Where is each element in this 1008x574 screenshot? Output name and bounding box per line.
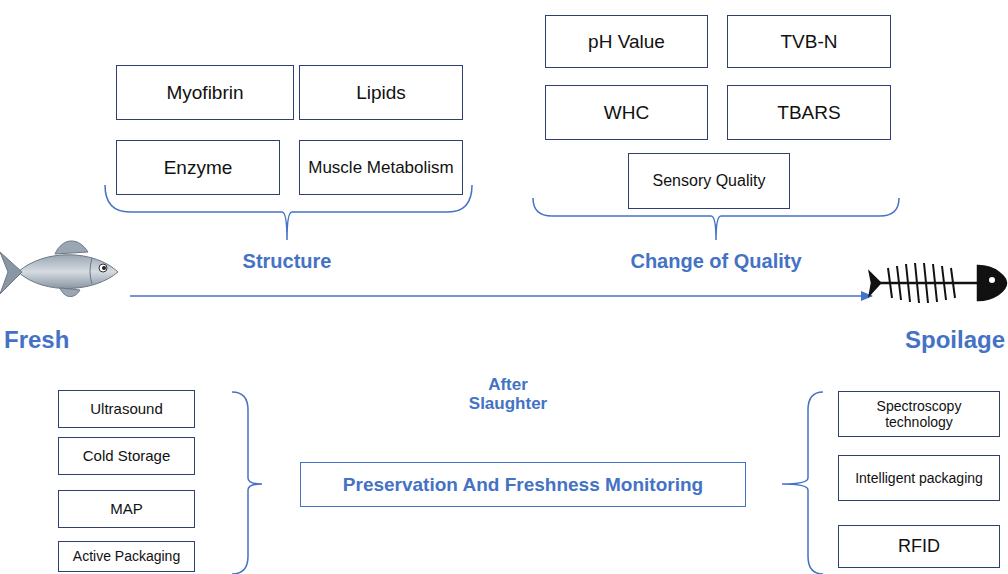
bracket (782, 392, 823, 574)
box-text: Intelligent packaging (855, 470, 983, 486)
term-box: Ultrasound (58, 390, 195, 428)
term-box: RFID (838, 525, 1000, 568)
term-box: Active Packaging (58, 541, 195, 572)
fresh-fish (0, 241, 118, 297)
box-text: Lipids (356, 82, 406, 104)
term-box: Lipids (299, 65, 463, 120)
timeline-arrow (130, 295, 872, 297)
term-box: Sensory Quality (628, 153, 790, 209)
box-text: MAP (110, 500, 143, 517)
section-label: Fresh (4, 327, 69, 353)
term-box: Myofibrin (116, 65, 294, 120)
box-text: Sensory Quality (653, 172, 766, 190)
term-box: pH Value (545, 15, 708, 68)
bracket (232, 392, 262, 574)
section-label: Structure (243, 250, 332, 272)
box-text: WHC (604, 102, 649, 124)
term-box: Cold Storage (58, 437, 195, 475)
box-text: pH Value (588, 31, 665, 53)
box-text: Ultrasound (90, 400, 163, 417)
box-text: Active Packaging (73, 548, 180, 564)
term-box: TVB-N (727, 15, 891, 68)
term-box: Muscle Metabolism (299, 140, 463, 195)
hub-box: Preservation And Freshness Monitoring (300, 462, 746, 507)
box-text: RFID (898, 536, 940, 557)
box-text: Cold Storage (83, 447, 171, 464)
box-text: TBARS (777, 102, 840, 124)
box-text: Enzyme (164, 157, 233, 179)
term-box: TBARS (727, 85, 891, 140)
box-text: Preservation And Freshness Monitoring (343, 474, 703, 496)
section-label: Change of Quality (630, 250, 801, 272)
section-label: Spoilage (905, 327, 1005, 353)
box-text: Spectroscopy technology (843, 398, 995, 430)
box-text: Myofibrin (166, 82, 243, 104)
fish-skeleton (870, 263, 1006, 303)
box-text: Muscle Metabolism (308, 158, 454, 178)
term-box: Intelligent packaging (838, 455, 1000, 501)
box-text: TVB-N (781, 31, 838, 53)
term-box: WHC (545, 85, 708, 140)
term-box: Enzyme (116, 140, 280, 195)
section-label: After Slaughter (463, 376, 553, 413)
term-box: Spectroscopy technology (838, 391, 1000, 437)
term-box: MAP (58, 490, 195, 528)
